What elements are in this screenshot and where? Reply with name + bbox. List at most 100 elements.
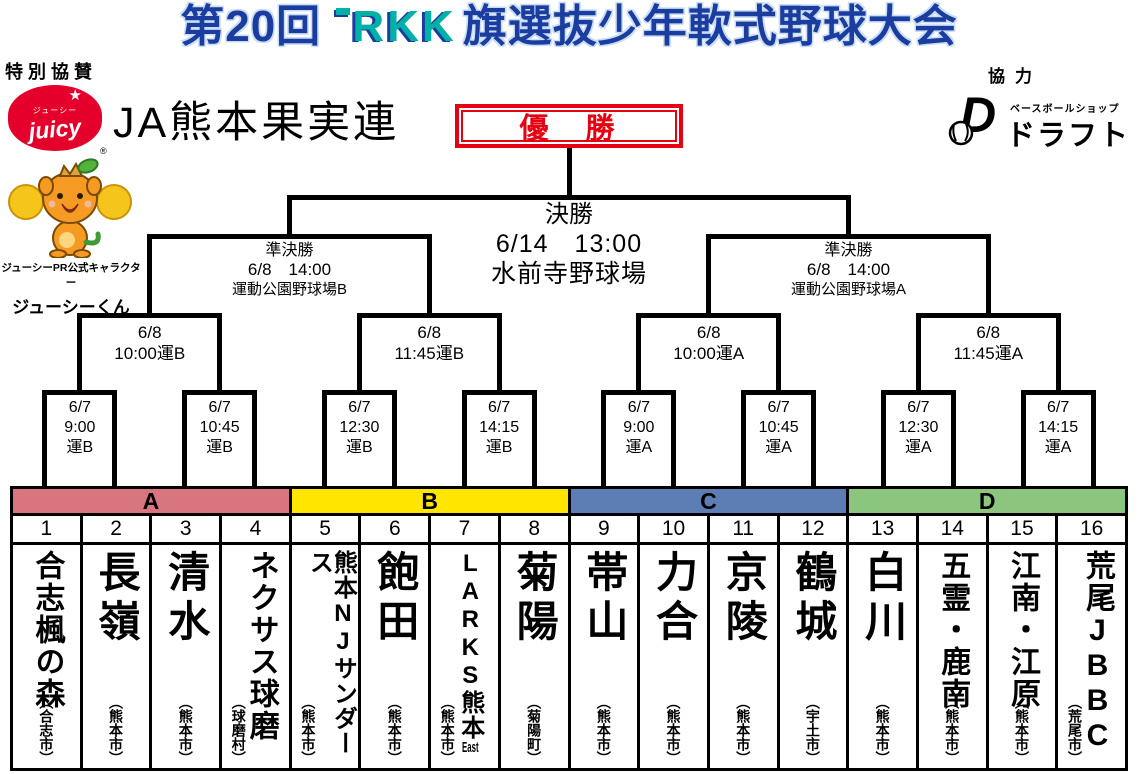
team-name: 熊本NJサンダース (305, 550, 357, 756)
bracket-line (741, 390, 747, 486)
bracket-line (112, 390, 118, 486)
bracket-line (147, 234, 153, 318)
quarterfinal-label: 6/8 10:00運A (673, 322, 744, 364)
first-round-label-line: 6/7 (767, 399, 790, 416)
bracket-line (217, 313, 223, 395)
first-round-label-line: 6/7 (68, 399, 91, 416)
first-round-label-line: 運B (485, 439, 513, 456)
mascot-caption-line1: ジューシーPR公式キャラクター (1, 262, 141, 289)
team-number-1: 1 (13, 516, 83, 542)
first-round-label-line: 6/7 (627, 399, 650, 416)
bracket-line (601, 390, 607, 486)
team-city: （熊本市） (1013, 695, 1030, 765)
team-city: （熊本市） (874, 695, 891, 765)
team-city: （球磨村） (230, 695, 247, 765)
team-city: （熊本市） (386, 695, 403, 765)
team-cell-2: 長嶺（熊本市） (83, 545, 153, 768)
first-round-label-line: 運B (206, 439, 233, 456)
semifinal-label-line: 6/8 14:00 (247, 260, 332, 279)
team-number-11: 11 (710, 516, 780, 542)
bracket-line (846, 195, 851, 239)
team-city: （熊本市） (177, 695, 194, 765)
bracket-line (426, 234, 432, 318)
team-cell-16: 荒尾JBBC（荒尾市） (1058, 545, 1125, 768)
special-sponsor-label: 特別協賛 (5, 62, 97, 82)
bracket-line (1090, 390, 1096, 486)
team-number-12: 12 (780, 516, 850, 542)
team-city: （菊陽町） (526, 695, 543, 765)
bracket-line (636, 313, 642, 395)
team-number-14: 14 (919, 516, 989, 542)
team-city: （熊本市） (108, 695, 125, 765)
bracket-line (77, 313, 83, 395)
first-round-label-line: 6/7 (487, 399, 511, 416)
bracket-line (811, 390, 817, 486)
first-round-label-line: 6/7 (1046, 399, 1070, 416)
registered-mark: ® (100, 146, 107, 156)
bracket-line (182, 390, 188, 486)
team-city: （合志市） (38, 695, 55, 765)
first-round-label-line: 運A (625, 439, 653, 456)
team-cell-3: 清水（熊本市） (152, 545, 223, 768)
cooperation-label: 協力 (988, 67, 1042, 86)
sponsor-org-name: JA熊本果実連 (113, 99, 400, 147)
first-round-label-line: 運A (1044, 439, 1072, 456)
first-round-label-line: 14:15 (479, 419, 520, 436)
final-label-line: 6/14 13:00 (495, 230, 643, 258)
bracket-line (671, 390, 677, 486)
team-cell-14: 五霊・鹿南（熊本市） (919, 545, 989, 768)
team-city: （荒尾市） (1066, 695, 1083, 765)
juicy-logo: ★ ジューシー juicy (8, 85, 102, 151)
team-name: ネクサス球磨 (244, 550, 278, 742)
quarterfinal-label-line: 6/8 (696, 323, 721, 342)
group-header-b: B (291, 489, 571, 513)
bracket-line (531, 390, 537, 486)
draft-shop-logo: D ベースボールショップ ドラフト (948, 87, 1136, 152)
star-icon: ★ (68, 87, 82, 104)
semifinal-label-line: 準決勝 (824, 242, 873, 259)
bracket-line (42, 390, 48, 486)
team-cell-15: 江南・江原（熊本市） (989, 545, 1059, 768)
title-prefix: 第20回 (180, 2, 322, 51)
mascot-juicy-kun (6, 150, 134, 263)
team-cell-8: 菊陽（菊陽町） (501, 545, 571, 768)
team-cell-4: ネクサス球磨（球磨村） (222, 545, 292, 768)
bracket-line (1055, 313, 1061, 395)
team-name: 五霊・鹿南 (936, 550, 970, 710)
first-round-label-line: 9:00 (64, 419, 96, 436)
team-city: （熊本市） (665, 695, 682, 765)
semifinal-label-line: 運動公園野球場B (231, 281, 348, 298)
bracket-line (776, 313, 782, 395)
bracket-line (706, 234, 712, 318)
team-name: 力合 (650, 550, 698, 648)
mascot-caption: ジューシーPR公式キャラクター ジューシーくん (0, 260, 142, 318)
group-header-d: D (849, 489, 1125, 513)
team-number-8: 8 (501, 516, 571, 542)
first-round-label-line: 運A (765, 439, 792, 456)
team-city: （熊本市） (735, 695, 752, 765)
team-name: 京陵 (720, 550, 768, 648)
team-number-9: 9 (571, 516, 641, 542)
quarterfinal-label-line: 10:00運B (114, 344, 186, 363)
bracket-line (321, 390, 327, 486)
baseball-icon (948, 120, 974, 151)
team-city: （熊本市） (944, 695, 961, 765)
quarterfinal-label-line: 10:00運A (673, 344, 745, 363)
bracket-line (287, 195, 292, 239)
team-name: 帯山 (580, 550, 628, 648)
mascot-name: ジューシーくん (12, 298, 130, 317)
first-round-label-line: 14:15 (1038, 419, 1079, 436)
team-city: （宇土市） (804, 695, 821, 765)
team-name: 白川 (859, 550, 907, 648)
champion-label: 優 勝 (519, 113, 619, 145)
